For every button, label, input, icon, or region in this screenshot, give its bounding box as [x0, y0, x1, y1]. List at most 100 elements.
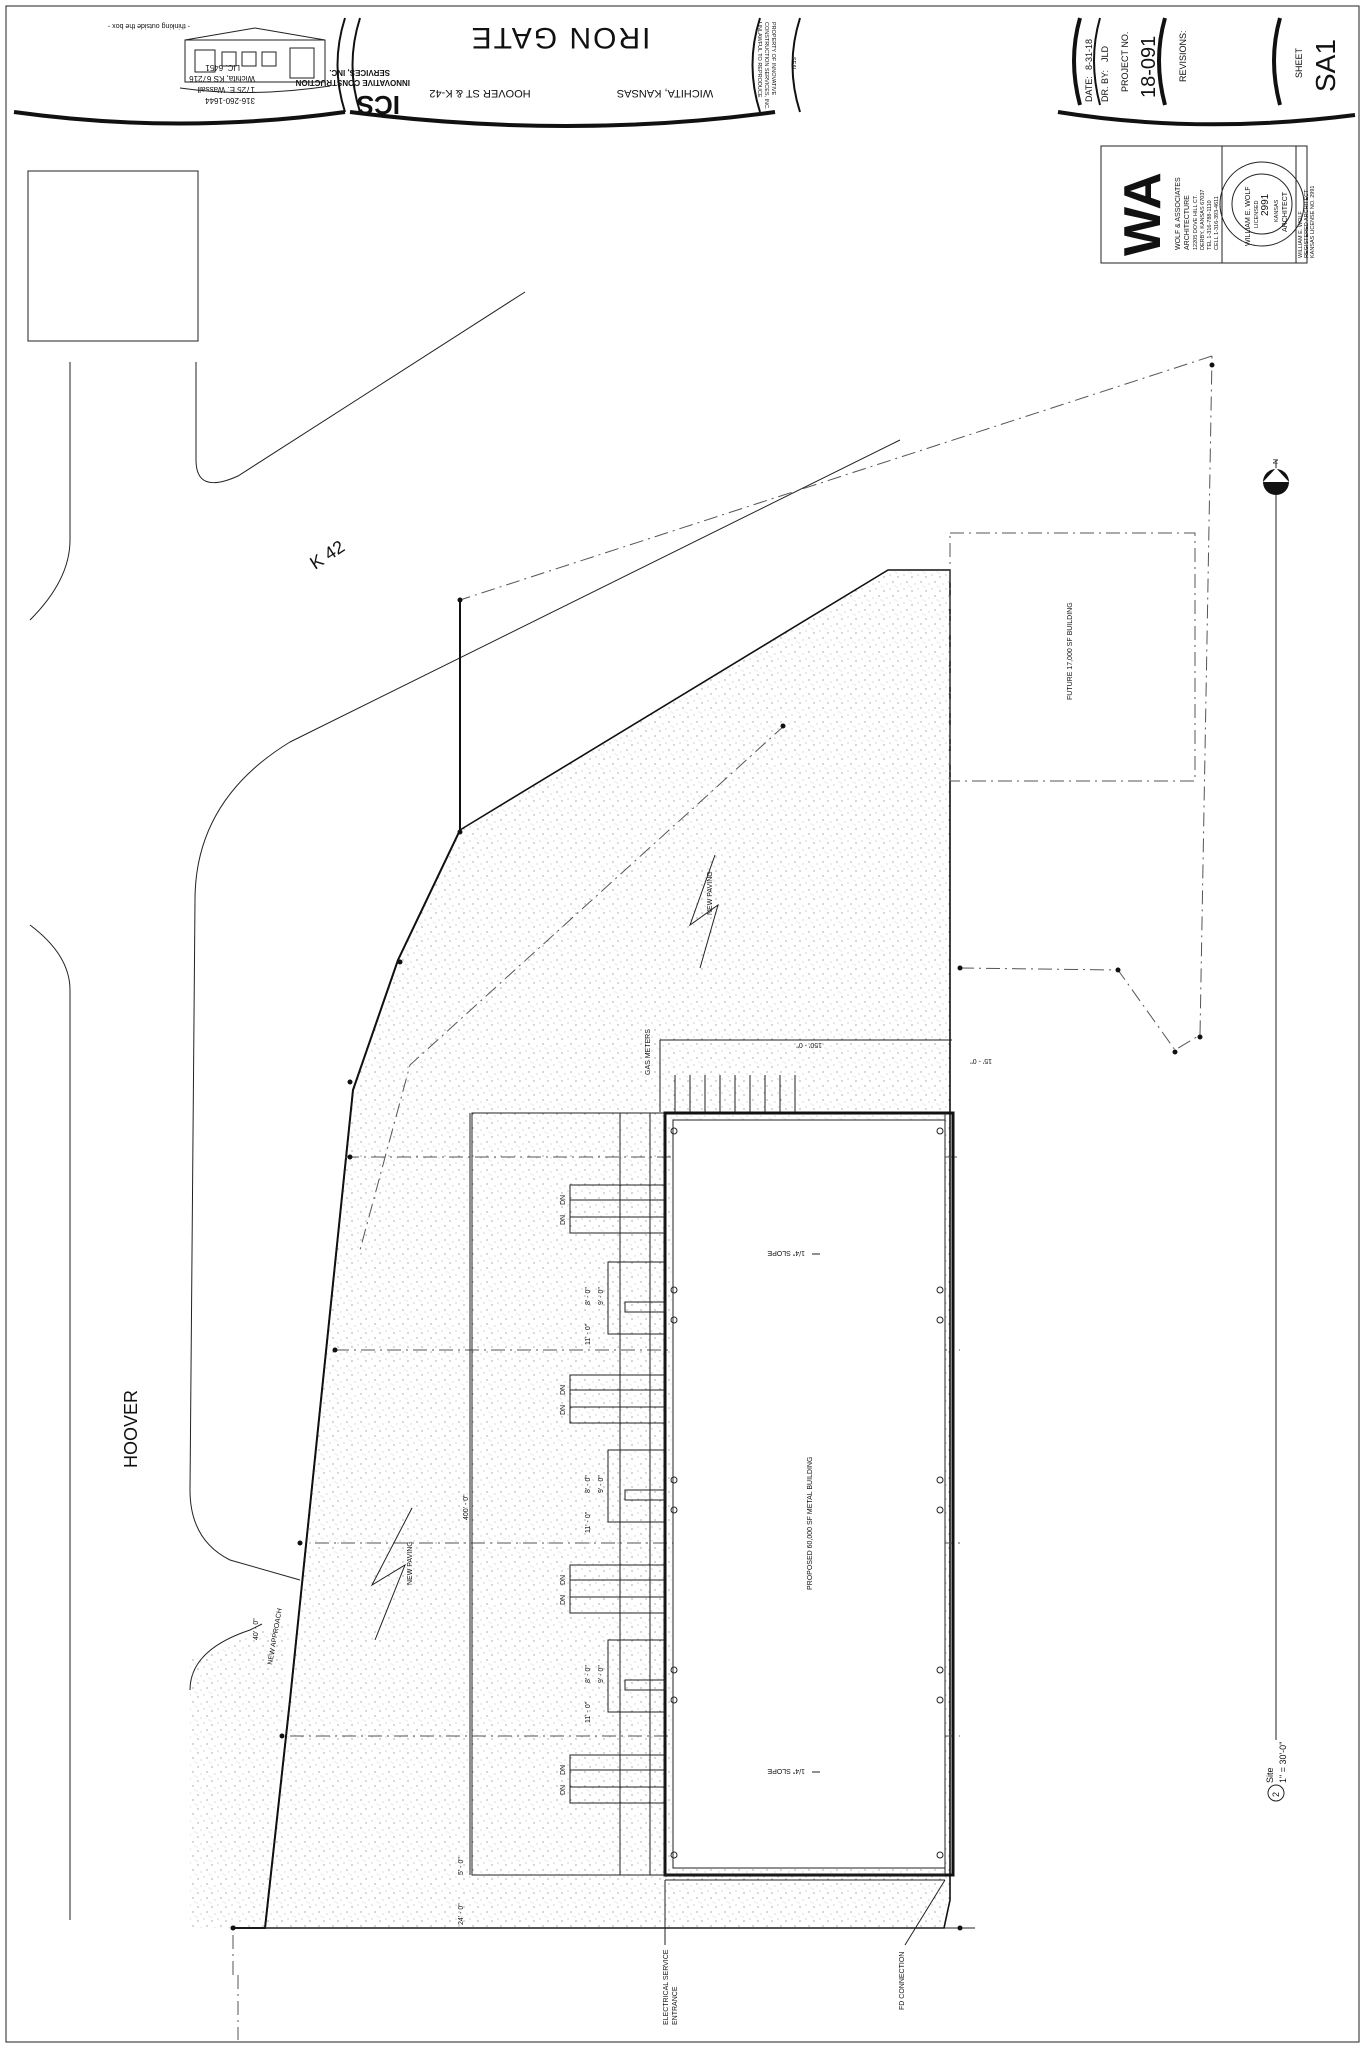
dim-400: 400' - 0" — [463, 1113, 471, 1875]
svg-text:PROPERTY OF INNOVATIVE: PROPERTY OF INNOVATIVE — [770, 22, 776, 96]
svg-text:DN: DN — [560, 1785, 567, 1795]
svg-text:DN: DN — [560, 1385, 567, 1395]
project-name: IRON GATE — [470, 21, 651, 54]
architect-seal: WILLIAM E. WOLF LICENSED 2991 KANSAS ARC… — [1219, 161, 1305, 247]
svg-text:GAS METERS: GAS METERS — [645, 1029, 652, 1075]
panel-divider-3 — [751, 17, 761, 113]
future-building-label: FUTURE 17,000 SF BUILDING — [1067, 602, 1074, 700]
approach-paving — [190, 1620, 290, 1928]
svg-text:9' - 0": 9' - 0" — [598, 1665, 605, 1683]
architect-firm-info: WOLF & ASSOCIATES ARCHITECTURE 12205 DOV… — [1175, 177, 1220, 250]
project-panel: IRON GATE HOOVER ST & K-42 WICHITA, KANS… — [429, 21, 713, 99]
dim-150: 150' - 0" — [668, 1039, 952, 1048]
view-title: 2 Site 1" = 30'-0" — [1265, 1742, 1288, 1802]
setback-line — [359, 724, 786, 1251]
svg-text:2: 2 — [1271, 1792, 1281, 1797]
svg-text:400' - 0": 400' - 0" — [463, 1494, 470, 1520]
paving-break-north — [688, 854, 719, 969]
k42-road-edge-south — [189, 439, 901, 1581]
sheet-number: SA1 — [1310, 39, 1341, 92]
entry-stoop-1: DN DN — [560, 1184, 665, 1234]
dim-24: 24' - 0" — [458, 1903, 465, 1925]
svg-text:WILLIAM E. WOLF: WILLIAM E. WOLF — [1298, 211, 1304, 258]
svg-text:DR. BY:: DR. BY: — [1100, 70, 1110, 102]
svg-text:DN: DN — [560, 1765, 567, 1775]
date-divider-1 — [1072, 17, 1082, 106]
panel-curve-company — [13, 110, 346, 126]
svg-text:REGISTERED ARCHITECT: REGISTERED ARCHITECT — [1304, 189, 1310, 258]
svg-text:DERBY, KANSAS 67037: DERBY, KANSAS 67037 — [1200, 190, 1206, 250]
date-field: DATE: 8-31-18 — [1084, 39, 1094, 102]
dim-40: 40' - 0" — [253, 1618, 260, 1640]
company-phone: 316-260-1644 — [205, 96, 255, 105]
entry-stoop-3: DN DN — [560, 1564, 665, 1614]
drawn-by-field: DR. BY: JLD — [1100, 45, 1110, 102]
svg-text:WILLIAM E. WOLF: WILLIAM E. WOLF — [1245, 186, 1252, 246]
svg-text:CELL 1-316-393-4611: CELL 1-316-393-4611 — [1214, 196, 1220, 250]
panel-divider-2 — [351, 17, 361, 113]
property-note: PROPERTY OF INNOVATIVE CONSTRUCTION SERV… — [756, 22, 796, 110]
panel-curve-project — [349, 110, 776, 128]
entry-stoop-2: DN DN — [560, 1374, 665, 1424]
new-paving-label-north: NEW PAVING — [707, 871, 714, 915]
svg-text:KANSAS: KANSAS — [1274, 199, 1280, 222]
company-house-sketch — [179, 27, 331, 94]
title-block: ICS INNOVATIVE CONSTRUCTION SERVICES, IN… — [13, 17, 1356, 128]
svg-text:8-31-18: 8-31-18 — [1084, 39, 1094, 70]
svg-text:DN: DN — [560, 1595, 567, 1605]
date-divider-4 — [1272, 17, 1282, 106]
svg-text:8' - 0": 8' - 0" — [585, 1475, 592, 1493]
svg-text:DATE:: DATE: — [1084, 76, 1094, 102]
svg-text:DN: DN — [560, 1215, 567, 1225]
svg-text:DN: DN — [560, 1575, 567, 1585]
k42-road-edge-north — [195, 291, 526, 484]
panel-divider-4 — [791, 17, 801, 113]
svg-text:ARCHITECT: ARCHITECT — [1282, 191, 1289, 232]
svg-text:8' - 0": 8' - 0" — [585, 1665, 592, 1683]
architect-logo: WA — [1114, 172, 1172, 256]
architect-block: WA WOLF & ASSOCIATES ARCHITECTURE 12205 … — [1100, 145, 1316, 264]
svg-text:12205 DOVE HILL CT.: 12205 DOVE HILL CT. — [1193, 194, 1199, 250]
svg-text:NEW PAVING: NEW PAVING — [707, 871, 714, 915]
svg-text:8' - 0": 8' - 0" — [585, 1287, 592, 1305]
svg-text:UNLAWFUL TO REPRODUCE: UNLAWFUL TO REPRODUCE — [756, 22, 762, 98]
street-label-hoover: HOOVER — [121, 1390, 141, 1468]
k42-road-edge-west — [29, 362, 71, 621]
panel-curve-sheet — [1057, 110, 1356, 127]
project-location-1: HOOVER ST & K-42 — [429, 87, 530, 99]
electrical-service-label: ELECTRICAL SERVICE ENTRANCE — [663, 1949, 679, 2025]
svg-text:SHEET: SHEET — [1294, 47, 1304, 78]
company-address-2: Wichita, KS 67216 — [189, 74, 255, 83]
project-location-2: WICHITA, KANSAS — [617, 87, 713, 99]
svg-text:SEAL: SEAL — [790, 57, 796, 71]
svg-text:ENTRANCE: ENTRANCE — [672, 1986, 679, 2025]
svg-text:Site: Site — [1265, 1767, 1275, 1783]
future-building-outline — [949, 532, 1196, 782]
svg-text:JLD: JLD — [1100, 45, 1110, 62]
revisions-label: REVISIONS: — [1178, 30, 1188, 82]
svg-text:1/4" SLOPE: 1/4" SLOPE — [767, 1249, 805, 1256]
svg-text:ELECTRICAL SERVICE: ELECTRICAL SERVICE — [663, 1949, 670, 2025]
svg-text:24' - 0": 24' - 0" — [458, 1903, 465, 1925]
dock-bay-1: 11' - 0" 8' - 0" 9' - 0" — [585, 1261, 666, 1345]
proposed-building-label: PROPOSED 60,000 SF METAL BUILDING — [807, 1457, 814, 1590]
svg-text:40' - 0": 40' - 0" — [253, 1618, 260, 1640]
svg-text:1/4" SLOPE: 1/4" SLOPE — [767, 1767, 805, 1774]
svg-text:11' - 0": 11' - 0" — [585, 1701, 592, 1723]
panel-divider-1 — [336, 17, 346, 113]
fd-connection-label: FD CONNECTION — [899, 1952, 906, 2010]
svg-text:KANSAS LICENSE NO. 2991: KANSAS LICENSE NO. 2991 — [1310, 186, 1316, 258]
date-divider-3 — [1157, 17, 1167, 106]
svg-text:9' - 0": 9' - 0" — [598, 1287, 605, 1305]
svg-text:PROPOSED 60,000 SF METAL BUILD: PROPOSED 60,000 SF METAL BUILDING — [807, 1457, 814, 1590]
svg-text:SA1: SA1 — [1310, 39, 1341, 92]
key-plan-box — [27, 170, 199, 342]
svg-text:DN: DN — [560, 1405, 567, 1415]
date-divider-2 — [1093, 17, 1101, 106]
company-logo: ICS — [357, 90, 400, 120]
sheet-label: SHEET — [1294, 47, 1304, 78]
company-tagline: - thinking outside the box - — [107, 22, 190, 29]
downspouts — [670, 1127, 944, 1859]
svg-text:TEL 1-316-788-1110: TEL 1-316-788-1110 — [1207, 200, 1213, 250]
company-name-1: INNOVATIVE CONSTRUCTION — [295, 78, 410, 87]
